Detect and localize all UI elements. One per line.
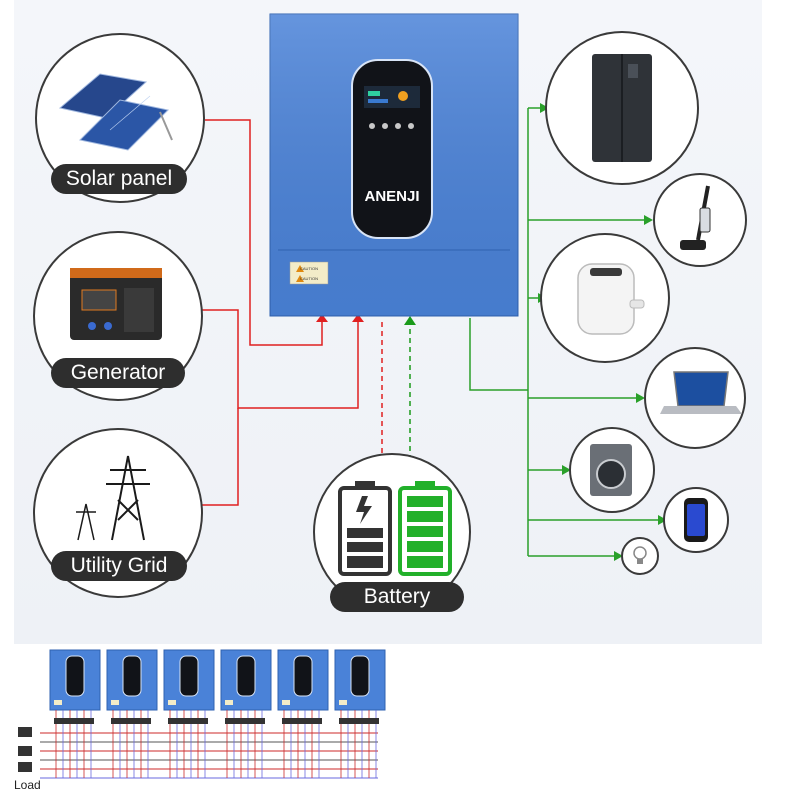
parallel-system: [18, 649, 386, 779]
solar-line: [205, 119, 323, 346]
output-lines: [469, 107, 660, 557]
generator-line: [200, 309, 359, 409]
generator-label: Generator: [51, 358, 185, 388]
inverter-button: [408, 123, 414, 129]
solar-arrow: [316, 314, 328, 322]
caution-text: CAUTION: [300, 276, 318, 281]
battery-label: Battery: [330, 582, 464, 612]
inverter: [269, 13, 519, 317]
tower-icon: [18, 746, 32, 756]
parallel-inverter-unit: [49, 649, 101, 778]
inverter-button: [395, 123, 401, 129]
battery-icon: [18, 727, 32, 737]
inverter-button: [369, 123, 375, 129]
washing-machine-icon: [590, 444, 632, 496]
load-vacuum: [653, 173, 747, 267]
parallel-inverter-unit: [220, 649, 272, 778]
load-laptop: [644, 347, 746, 449]
air-fryer-icon: [577, 263, 645, 335]
caution-text: CAUTION: [300, 266, 318, 271]
input-lines: [200, 119, 383, 506]
wet-dry-vacuum-icon: [680, 185, 711, 250]
battery-full-icon: [398, 481, 452, 576]
load-light-bulb: [621, 537, 659, 575]
inverter-lcd: [364, 86, 420, 108]
battery-charging-icon: [338, 481, 392, 576]
power-tower-icon: [76, 455, 150, 541]
plug-icon: [18, 762, 32, 772]
load-refrigerator: [545, 31, 699, 185]
load-washing-machine: [569, 427, 655, 513]
parallel-inverter-unit: [277, 649, 329, 778]
load-air-fryer: [540, 233, 670, 363]
source-solar: [35, 33, 205, 203]
solar-panel-label: Solar panel: [51, 164, 187, 194]
parallel-inverter-unit: [106, 649, 158, 778]
battery-node: [313, 453, 471, 611]
generator-arrow: [352, 314, 364, 322]
utility-grid-label: Utility Grid: [51, 551, 187, 581]
battery-discharge-arrow: [404, 316, 416, 325]
load-smartphone: [663, 487, 729, 553]
inverter-brand-logo: ANENJI: [364, 188, 419, 205]
generator-icon: [70, 268, 162, 340]
solar-panel-icon: [58, 73, 173, 151]
parallel-inverter-unit: [163, 649, 215, 778]
load-label: Load: [14, 778, 41, 792]
laptop-icon: [660, 371, 742, 414]
grid-line: [200, 408, 239, 506]
inverter-button: [382, 123, 388, 129]
parallel-inverter-unit: [334, 649, 386, 778]
